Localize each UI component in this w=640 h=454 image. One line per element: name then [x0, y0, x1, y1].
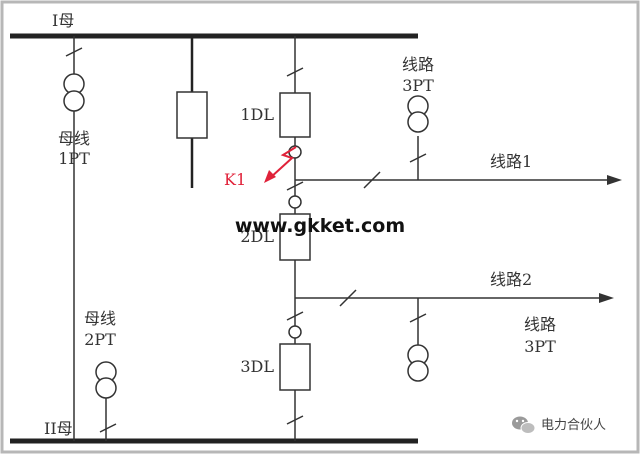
- feeder-left-box: [176, 91, 208, 139]
- bus2-label: II母: [44, 419, 73, 438]
- line-pt-right-tick: [409, 313, 427, 323]
- left-vertical-tick-bottom: [99, 423, 117, 433]
- brand-badge: 电力合伙人: [512, 416, 606, 434]
- line-pt-right-label-line2: 3PT: [524, 337, 556, 356]
- line-pt-top-label-line1: 线路: [402, 55, 434, 74]
- fault-lightning-icon: [269, 146, 297, 179]
- bus2-pt-label-line2: 2PT: [84, 330, 116, 349]
- line2-tick: [339, 289, 357, 307]
- breaker-2dl: [279, 213, 311, 261]
- line-pt-right-label-line1: 线路: [524, 315, 556, 334]
- breaker2-label: 2DL: [240, 227, 274, 246]
- line2-label: 线路2: [490, 270, 532, 289]
- line1-label: 线路1: [490, 152, 532, 171]
- left-vertical-tick-top: [65, 47, 83, 57]
- bus1-pt-label-line2: 1PT: [58, 149, 90, 168]
- line-pt-top-circle-bottom: [407, 111, 429, 133]
- breaker-3dl: [279, 343, 311, 391]
- line-pt-top-tick: [409, 153, 427, 163]
- breaker3-label: 3DL: [240, 357, 274, 376]
- fault-label: K1: [224, 170, 246, 189]
- fault-arrowhead-icon: [264, 170, 276, 183]
- bus2-pt-circle-bottom: [95, 377, 117, 399]
- main-tick-4: [286, 415, 304, 425]
- breaker-1dl: [279, 92, 311, 138]
- line-pt-right-circle-bottom: [407, 360, 429, 382]
- main-tick-2: [286, 181, 304, 191]
- line2-arrow-icon: [599, 293, 614, 303]
- bus1-pt-label-line1: 母线: [58, 129, 90, 148]
- watermark-text: www.gkket.com: [235, 215, 405, 237]
- line-pt-top-label-line2: 3PT: [402, 76, 434, 95]
- wechat-icon: [512, 416, 536, 434]
- main-tick-1: [286, 67, 304, 77]
- brand-name: 电力合伙人: [541, 418, 606, 433]
- breaker1-label: 1DL: [240, 105, 274, 124]
- bus1-label: I母: [52, 11, 74, 30]
- line1-tick: [363, 171, 381, 189]
- main-tick-3: [286, 311, 304, 321]
- line1-arrow-icon: [607, 175, 622, 185]
- ct-3: [288, 325, 302, 339]
- bus2-pt-label-line1: 母线: [84, 309, 116, 328]
- ct-2: [288, 195, 302, 209]
- bus1-pt-circle-bottom: [63, 90, 85, 112]
